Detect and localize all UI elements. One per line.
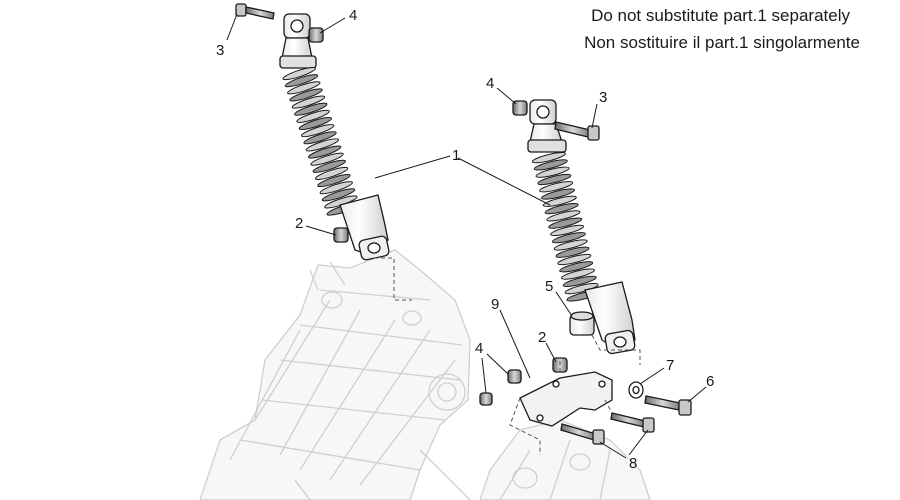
spring-coil bbox=[287, 81, 321, 95]
spring-coil bbox=[303, 131, 337, 145]
spring-coil bbox=[317, 174, 351, 188]
spring-coil bbox=[551, 232, 586, 244]
spring-coil bbox=[553, 239, 588, 251]
spring-coil bbox=[548, 217, 583, 229]
frame-ghost bbox=[199, 249, 651, 500]
nut-4-lower-a bbox=[507, 369, 522, 384]
spring-coil bbox=[544, 202, 579, 215]
spring-coil bbox=[314, 166, 349, 180]
callout-9: 9 bbox=[491, 296, 499, 313]
spring-coil bbox=[301, 124, 335, 138]
callout-2-left: 2 bbox=[295, 215, 303, 232]
callout-8: 8 bbox=[629, 455, 637, 472]
spring-coil bbox=[539, 181, 574, 193]
warning-note-english: Do not substitute part.1 separately bbox=[591, 6, 850, 25]
nut-4-right bbox=[512, 100, 528, 116]
spring-coil bbox=[298, 116, 333, 131]
bolt-8-upper bbox=[610, 412, 655, 433]
spring-coil bbox=[550, 224, 585, 237]
spring-coil bbox=[319, 181, 353, 195]
spring-coil bbox=[321, 188, 356, 202]
bolt-8-lower bbox=[560, 423, 605, 445]
right-shock-absorber bbox=[527, 99, 636, 355]
washer-2-left bbox=[333, 227, 349, 243]
spring-coil bbox=[312, 159, 346, 173]
bolt-6 bbox=[644, 395, 692, 416]
bolt-3-right bbox=[554, 121, 600, 141]
spring-coil bbox=[531, 152, 566, 164]
spring-coil bbox=[560, 268, 595, 280]
spring-coil bbox=[310, 152, 344, 166]
spring-coil bbox=[546, 210, 581, 222]
assembly-lines bbox=[374, 257, 641, 455]
spring-coil bbox=[291, 95, 326, 109]
spring-coil bbox=[289, 88, 323, 102]
bolt-3-left bbox=[235, 3, 275, 20]
spring-coil bbox=[282, 67, 316, 81]
spring-coil bbox=[533, 159, 568, 171]
spring-coil bbox=[559, 261, 594, 273]
callout-4-lower: 4 bbox=[475, 340, 483, 357]
bracket-9 bbox=[519, 371, 613, 427]
spring-coil bbox=[294, 102, 328, 116]
spacer-5 bbox=[569, 311, 595, 336]
nut-4-lower-b bbox=[479, 392, 493, 406]
spring-coil bbox=[564, 283, 599, 295]
spring-coil bbox=[284, 74, 319, 88]
spring-coil bbox=[542, 195, 577, 207]
left-shock-absorber bbox=[279, 13, 390, 261]
callout-2-lower: 2 bbox=[538, 329, 546, 346]
callout-5: 5 bbox=[545, 278, 553, 295]
spring-coil bbox=[537, 173, 572, 186]
spring-coil bbox=[562, 275, 597, 287]
washer-7 bbox=[628, 381, 644, 399]
spring-coil bbox=[307, 145, 342, 159]
callout-7: 7 bbox=[666, 357, 674, 374]
spring-coil bbox=[305, 138, 340, 152]
nut-4-left bbox=[308, 27, 324, 43]
callout-1: 1 bbox=[452, 147, 460, 164]
spring-coil bbox=[535, 166, 570, 178]
spring-coil bbox=[555, 246, 590, 258]
callout-6: 6 bbox=[706, 373, 714, 390]
leader-lines bbox=[226, 13, 707, 459]
callout-3-right: 3 bbox=[599, 89, 607, 106]
spring-coil bbox=[557, 253, 592, 266]
callout-4-left: 4 bbox=[349, 7, 357, 24]
callout-3-left: 3 bbox=[216, 42, 224, 59]
spring-coil bbox=[296, 109, 330, 123]
warning-note-italian: Non sostituire il part.1 singolarmente bbox=[584, 33, 860, 52]
callout-4-right: 4 bbox=[486, 75, 494, 92]
spring-coil bbox=[540, 188, 575, 200]
